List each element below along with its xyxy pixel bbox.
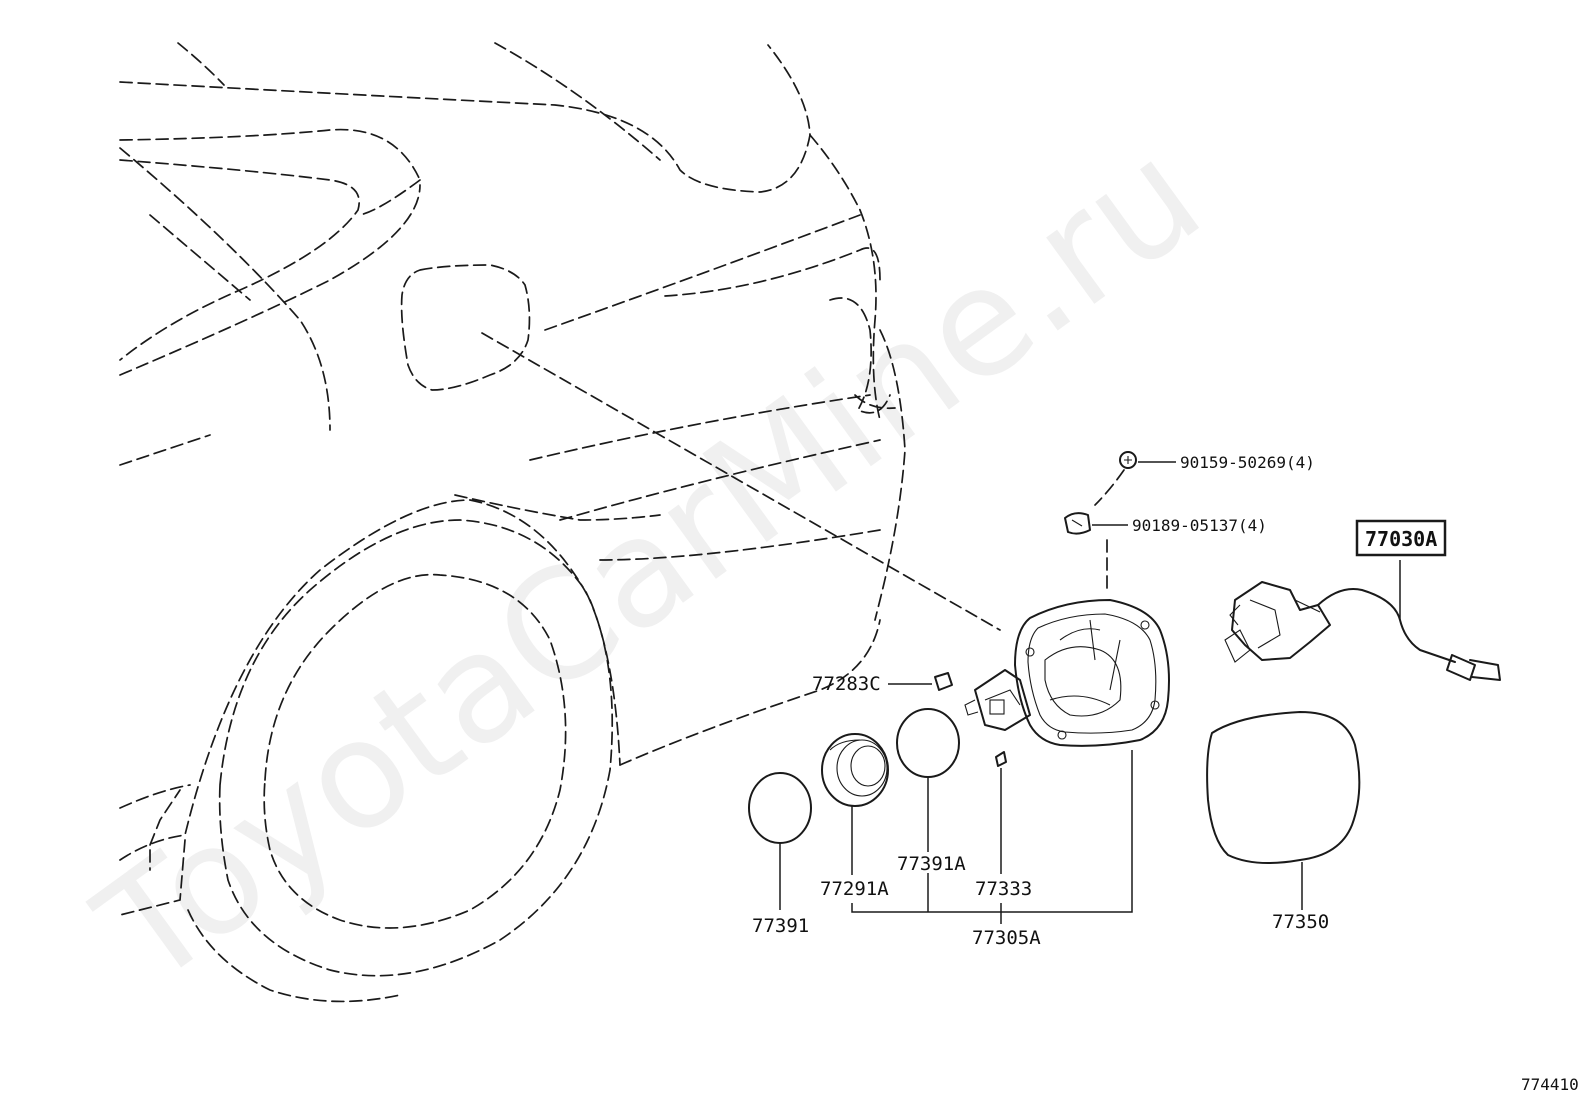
label-box-77030A — [1355, 519, 1447, 557]
screw-90159 — [1094, 451, 1176, 506]
label-77291A: 77291A — [820, 878, 889, 900]
label-90189: 90189-05137(4) — [1132, 516, 1267, 535]
watermark: ToyotaCarMine.ru — [68, 108, 1231, 1020]
part-77030A-lock-cable — [1224, 560, 1501, 681]
car-body-outline — [119, 42, 1001, 1003]
label-77333: 77333 — [975, 878, 1032, 900]
assembly-bracket-77305A — [851, 750, 1133, 924]
fuel-filler-housing — [1014, 599, 1170, 747]
label-77305A: 77305A — [972, 927, 1041, 949]
label-77391: 77391 — [752, 915, 809, 937]
part-77391 — [748, 772, 812, 910]
label-77350: 77350 — [1272, 911, 1329, 933]
part-77291A — [821, 733, 889, 875]
part-77333 — [995, 751, 1007, 874]
lock-actuator — [964, 669, 1031, 731]
part-77391A — [896, 708, 960, 852]
diagram-id: 774410 — [1521, 1075, 1579, 1094]
part-77283C — [888, 672, 953, 691]
part-77350-fuel-door — [1206, 711, 1361, 910]
label-77283C: 77283C — [812, 673, 881, 695]
label-77030A: 77030A — [1365, 527, 1437, 551]
label-90159: 90159-50269(4) — [1180, 453, 1315, 472]
clip-90189 — [1064, 512, 1128, 591]
label-77391A: 77391A — [897, 853, 966, 875]
